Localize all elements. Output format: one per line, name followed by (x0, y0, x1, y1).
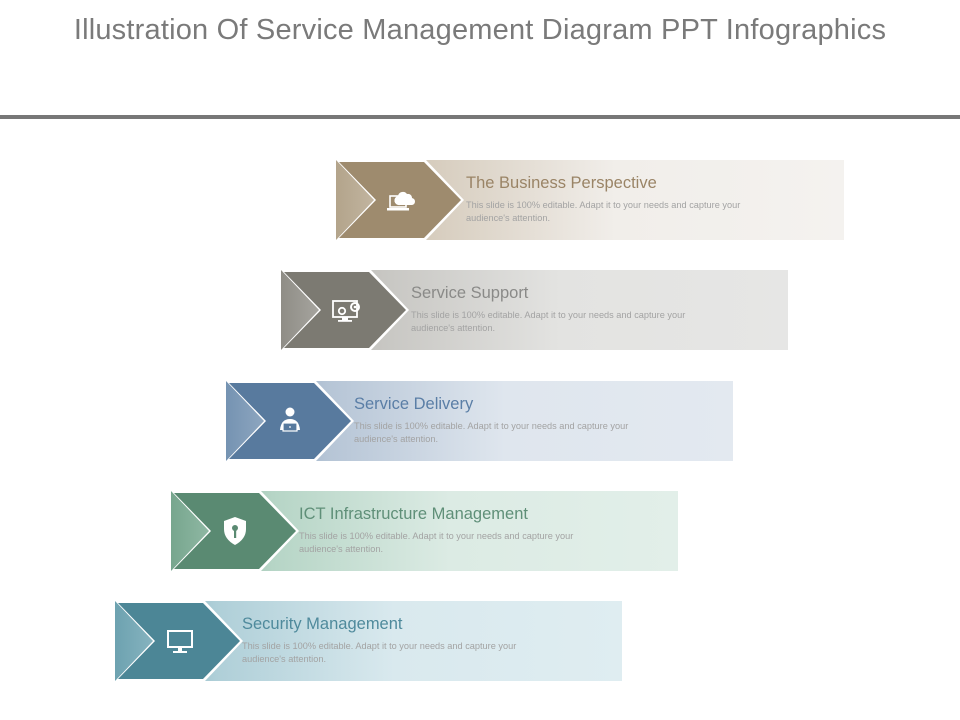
shield-key-icon (219, 513, 255, 549)
step-business-perspective: The Business Perspective This slide is 1… (336, 160, 844, 240)
step-description: This slide is 100% editable. Adapt it to… (411, 310, 686, 333)
step-title: Security Management (242, 615, 403, 633)
step-description: This slide is 100% editable. Adapt it to… (299, 531, 574, 554)
step-description: This slide is 100% editable. Adapt it to… (466, 200, 741, 223)
monitor-icon (163, 623, 199, 659)
slide-title: Illustration Of Service Management Diagr… (73, 14, 887, 46)
step-description: This slide is 100% editable. Adapt it to… (354, 421, 629, 444)
step-description: This slide is 100% editable. Adapt it to… (242, 641, 517, 664)
step-title: The Business Perspective (466, 174, 657, 192)
title-divider (0, 115, 960, 119)
person-laptop-icon (274, 403, 310, 439)
step-service-support: Service Support This slide is 100% edita… (281, 270, 788, 350)
step-security-management: Security Management This slide is 100% e… (115, 601, 622, 681)
cloud-laptop-icon (384, 182, 420, 218)
monitor-gears-icon (329, 292, 365, 328)
step-service-delivery: Service Delivery This slide is 100% edit… (226, 381, 733, 461)
step-title: ICT Infrastructure Management (299, 505, 528, 523)
step-title: Service Delivery (354, 395, 474, 413)
step-chevron (115, 601, 243, 681)
step-ict-infrastructure-management: ICT Infrastructure Management This slide… (171, 491, 678, 571)
step-title: Service Support (411, 284, 529, 302)
